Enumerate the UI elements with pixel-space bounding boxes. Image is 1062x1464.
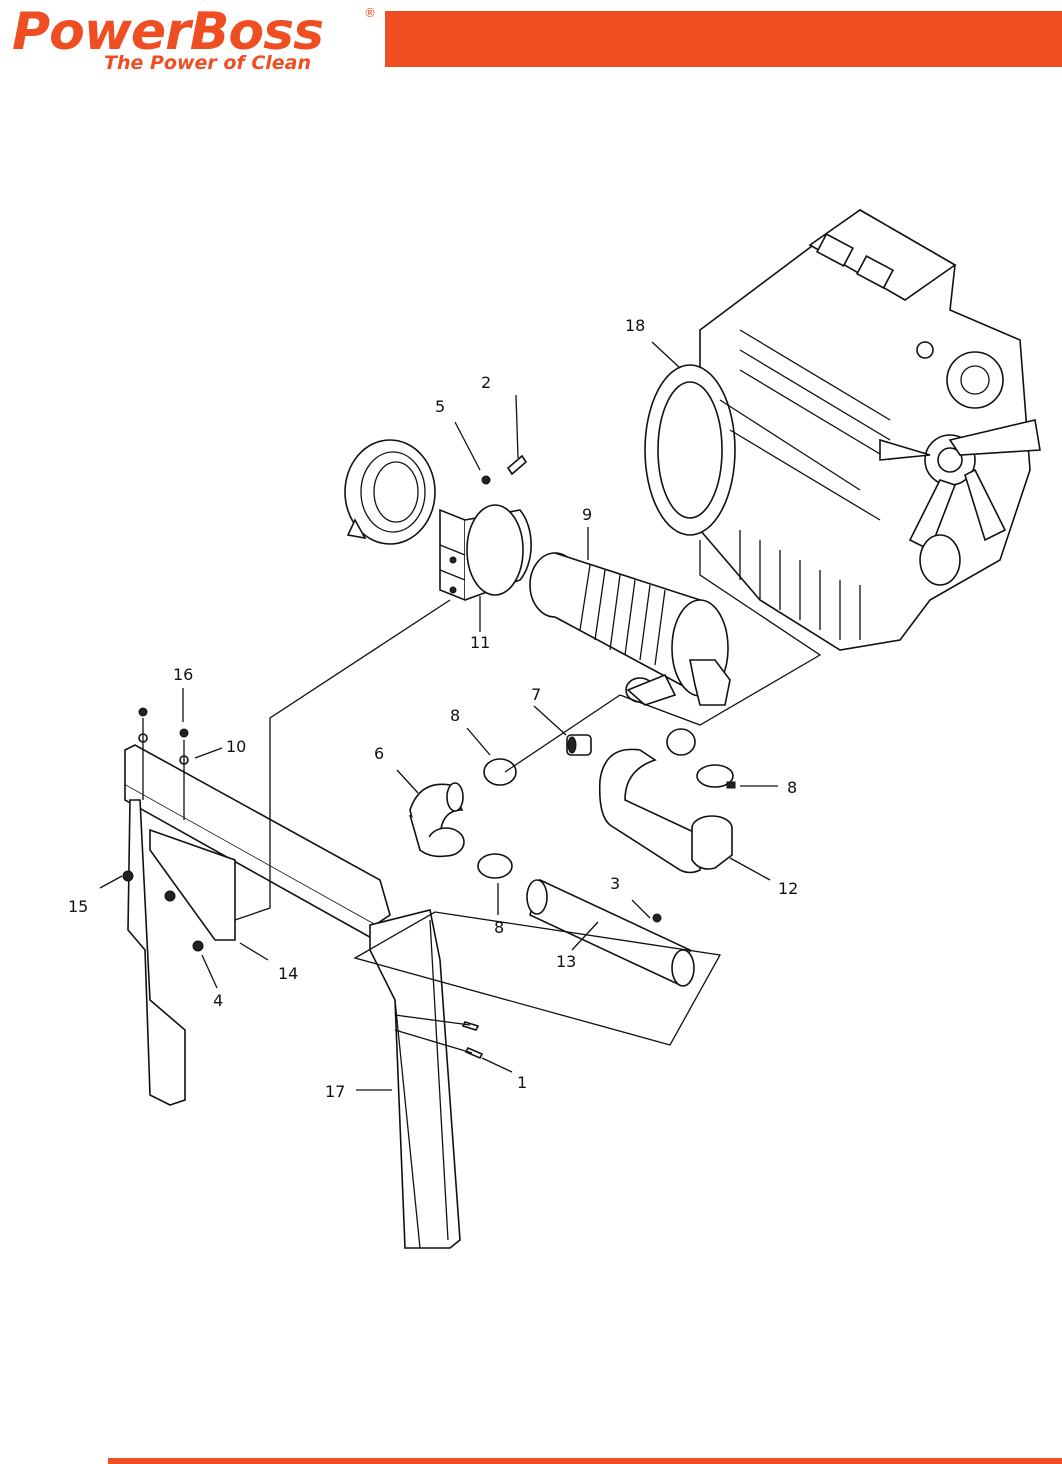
callout-5: 5 [435,397,445,416]
hose-coupler [566,734,592,756]
air-cleaner-band [344,439,532,602]
callout-3: 3 [610,874,620,893]
callout-8-bottom: 8 [494,918,504,937]
band-hardware [481,454,528,485]
header-accent-bar [385,11,1062,67]
callout-1: 1 [517,1073,527,1092]
callout-9: 9 [582,505,592,524]
callout-4: 4 [213,991,223,1010]
callout-14: 14 [278,964,298,983]
logo-tagline: The Power of Clean [104,52,312,74]
callout-18: 18 [625,316,645,335]
hose-clamps [477,728,736,879]
callout-10: 10 [226,737,246,756]
mounting-frame [122,707,484,1249]
callout-11: 11 [470,633,490,652]
air-cleaner [529,552,731,706]
inlet-elbow [409,782,465,858]
callout-12: 12 [778,879,798,898]
logo-wordmark: PowerBoss [12,2,324,62]
callout-arrows [99,341,778,1091]
callout-13: 13 [556,952,576,971]
callout-15: 15 [68,897,88,916]
callout-labels: 18 2 5 9 11 16 7 8 10 6 8 3 12 15 8 13 1… [68,316,798,1101]
callout-16: 16 [173,665,193,684]
registered-mark: ® [364,6,376,20]
callout-7: 7 [531,685,541,704]
footer-accent-bar [108,1458,1062,1464]
callout-8-top: 8 [450,706,460,725]
callout-6: 6 [374,744,384,763]
intake-tube [526,878,695,987]
callout-2: 2 [481,373,491,392]
leader-lines [142,540,822,1054]
engine-assembly [644,209,1041,651]
callout-17: 17 [325,1082,345,1101]
callout-8-right: 8 [787,778,797,797]
intake-pipe-elbow [598,748,733,874]
